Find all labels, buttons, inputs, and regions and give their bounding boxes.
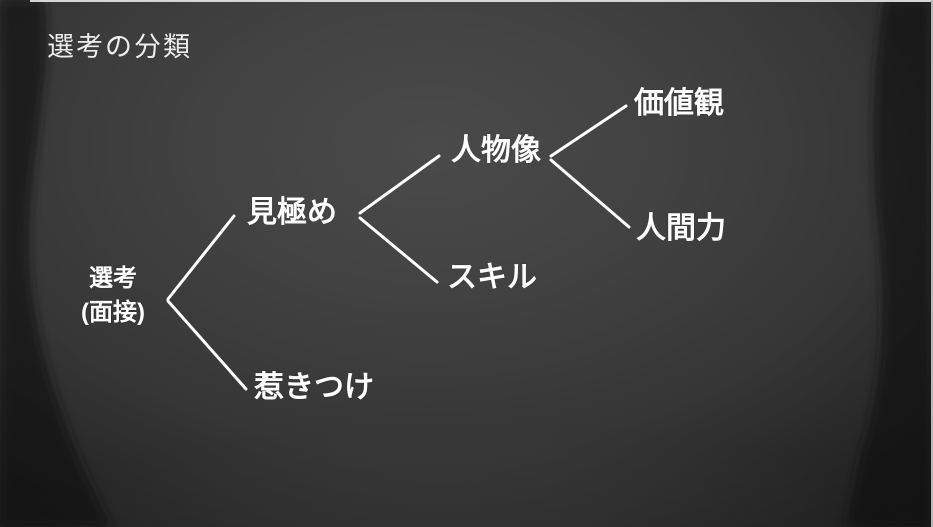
node-attraction: 惹きつけ [254, 371, 374, 404]
right-edge-strip [931, 0, 933, 527]
edge-root-mikiwame [166, 214, 236, 301]
edge-jinbutsuzo-kachikan [549, 104, 628, 158]
edge-root-hikitsuke [166, 299, 248, 391]
node-assessment: 見極め [247, 196, 337, 229]
edge-jinbutsuzo-ningenryoku [549, 158, 631, 229]
node-human-ability: 人間力 [636, 212, 726, 245]
node-skill: スキル [447, 261, 537, 294]
node-values: 価値観 [634, 87, 724, 120]
node-person-profile: 人物像 [451, 134, 541, 167]
node-selection-sublabel: (面接) [81, 299, 145, 326]
background-curtain-right [846, 0, 933, 527]
background-curtain-left [0, 0, 112, 527]
top-edge-strip [30, 0, 933, 2]
edge-mikiwame-jinbutsuzo [358, 154, 441, 215]
slide-title: 選考の分類 [47, 32, 192, 62]
node-selection-interview: 選考 (面接) [55, 262, 171, 330]
node-selection-label: 選考 [89, 265, 137, 292]
edge-mikiwame-skill [358, 216, 439, 284]
